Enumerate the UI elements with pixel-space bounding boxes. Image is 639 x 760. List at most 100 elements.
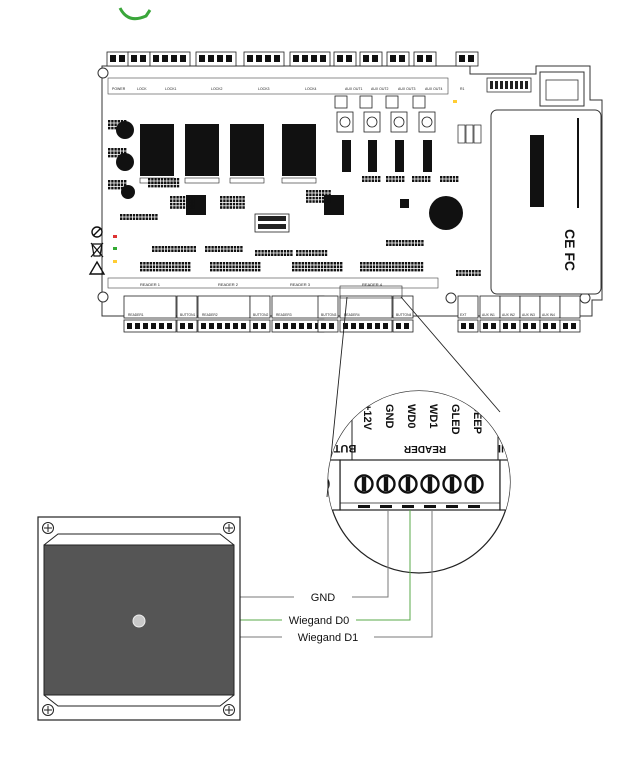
smd-pad: [221, 246, 224, 249]
smd-pad: [315, 253, 318, 256]
smd-pad: [240, 246, 243, 249]
smd-pad: [292, 262, 295, 265]
microchip: [186, 195, 206, 215]
smd-pad: [120, 148, 124, 151]
smd-pad: [366, 265, 369, 268]
smd-pad: [417, 268, 420, 272]
smd-pad: [232, 262, 235, 265]
top-terminal-label: LOCK3: [258, 87, 270, 91]
smd-pad: [379, 262, 382, 265]
bottom-terminal-screw: [241, 323, 246, 329]
trim-pot: [339, 116, 351, 128]
smd-pad: [421, 179, 424, 182]
smd-pad: [428, 176, 431, 179]
bottom-label-box: [176, 295, 198, 319]
smd-pad: [164, 246, 168, 249]
smd-pad: [478, 270, 481, 273]
smd-pad: [242, 206, 245, 209]
smd-pad: [340, 268, 343, 272]
smd-pad: [229, 199, 232, 202]
smd-pad: [186, 196, 189, 199]
smd-pad: [414, 265, 417, 268]
wire-d0: [356, 510, 411, 621]
smd-pad: [360, 268, 363, 272]
bottom-terminal-screw: [253, 323, 258, 329]
smd-pad: [233, 246, 237, 249]
smd-pad: [108, 126, 111, 130]
smd-pad: [120, 120, 124, 123]
no-symbol-icon-slash: [92, 227, 102, 237]
smd-pad: [152, 217, 155, 220]
smd-pad: [117, 148, 120, 151]
smd-pad: [322, 200, 325, 203]
smd-pad: [220, 199, 223, 202]
smd-pad: [267, 250, 271, 253]
smd-pad: [295, 262, 298, 265]
terminal-screw-slot: [383, 477, 389, 491]
smd-pad: [170, 199, 173, 202]
smd-pad: [306, 200, 309, 203]
smd-pad: [210, 265, 213, 268]
top-terminal-screw: [399, 55, 405, 62]
smd-pad: [321, 250, 324, 253]
smd-pad: [111, 123, 114, 126]
relay-led-box: [385, 95, 399, 109]
relay-pins: [281, 177, 317, 184]
smd-pad: [414, 268, 417, 272]
smd-pad: [236, 202, 239, 206]
smd-pad: [404, 268, 408, 272]
terminal-screw: [512, 476, 529, 493]
smd-pad: [330, 262, 333, 265]
status-led-yellow: [453, 100, 457, 103]
smd-pad: [386, 179, 389, 182]
smd-pad: [157, 184, 160, 188]
smd-pad: [232, 202, 236, 206]
smd-pad: [179, 206, 182, 209]
smd-pad: [328, 200, 331, 203]
smd-pad: [408, 262, 411, 265]
smd-pad: [140, 268, 143, 272]
smd-pad: [459, 273, 462, 276]
bottom-terminal-screw: [543, 323, 548, 329]
bottom-terminal-label: AUX IN2: [502, 313, 515, 317]
smd-pad: [308, 265, 311, 268]
smd-pad: [363, 265, 366, 268]
top-terminal-screw: [226, 55, 232, 62]
bottom-terminal-screw: [315, 323, 320, 329]
network-port-inner: [545, 79, 579, 101]
smd-pad: [395, 262, 398, 265]
smd-pad: [152, 214, 155, 217]
smd-pad: [242, 196, 245, 199]
smd-pad: [412, 176, 415, 179]
bottom-terminal-label: BUTTON3: [321, 313, 336, 317]
smd-pad: [330, 265, 333, 268]
smd-pad: [287, 250, 290, 253]
bottom-terminal-label: BUTTON2: [253, 313, 268, 317]
smd-pad: [251, 268, 254, 272]
top-terminal-screw: [199, 55, 205, 62]
terminal-clamp: [380, 505, 392, 508]
top-terminal-label: R1: [460, 87, 465, 91]
smd-pad: [295, 265, 298, 268]
smd-pad: [465, 270, 468, 273]
wiegand-d1-label: Wiegand D1: [298, 632, 359, 644]
bottom-terminal-screw: [283, 323, 288, 329]
smd-pad: [213, 268, 216, 272]
smd-pad: [184, 268, 188, 272]
bottom-terminal-screw: [571, 323, 576, 329]
smd-pad: [418, 179, 421, 182]
smd-pad: [411, 265, 414, 268]
top-terminal-screw: [256, 55, 262, 62]
smd-pad: [181, 268, 184, 272]
smd-pad: [312, 253, 315, 256]
bottom-terminal-screw: [225, 323, 230, 329]
smd-pad: [261, 250, 264, 253]
smd-pad: [155, 217, 158, 220]
zoom-pin-label: GLED: [449, 404, 461, 435]
smd-pad: [320, 265, 324, 268]
bottom-terminal-screw: [511, 323, 516, 329]
smd-pad: [395, 268, 398, 272]
smd-pad: [388, 268, 392, 272]
